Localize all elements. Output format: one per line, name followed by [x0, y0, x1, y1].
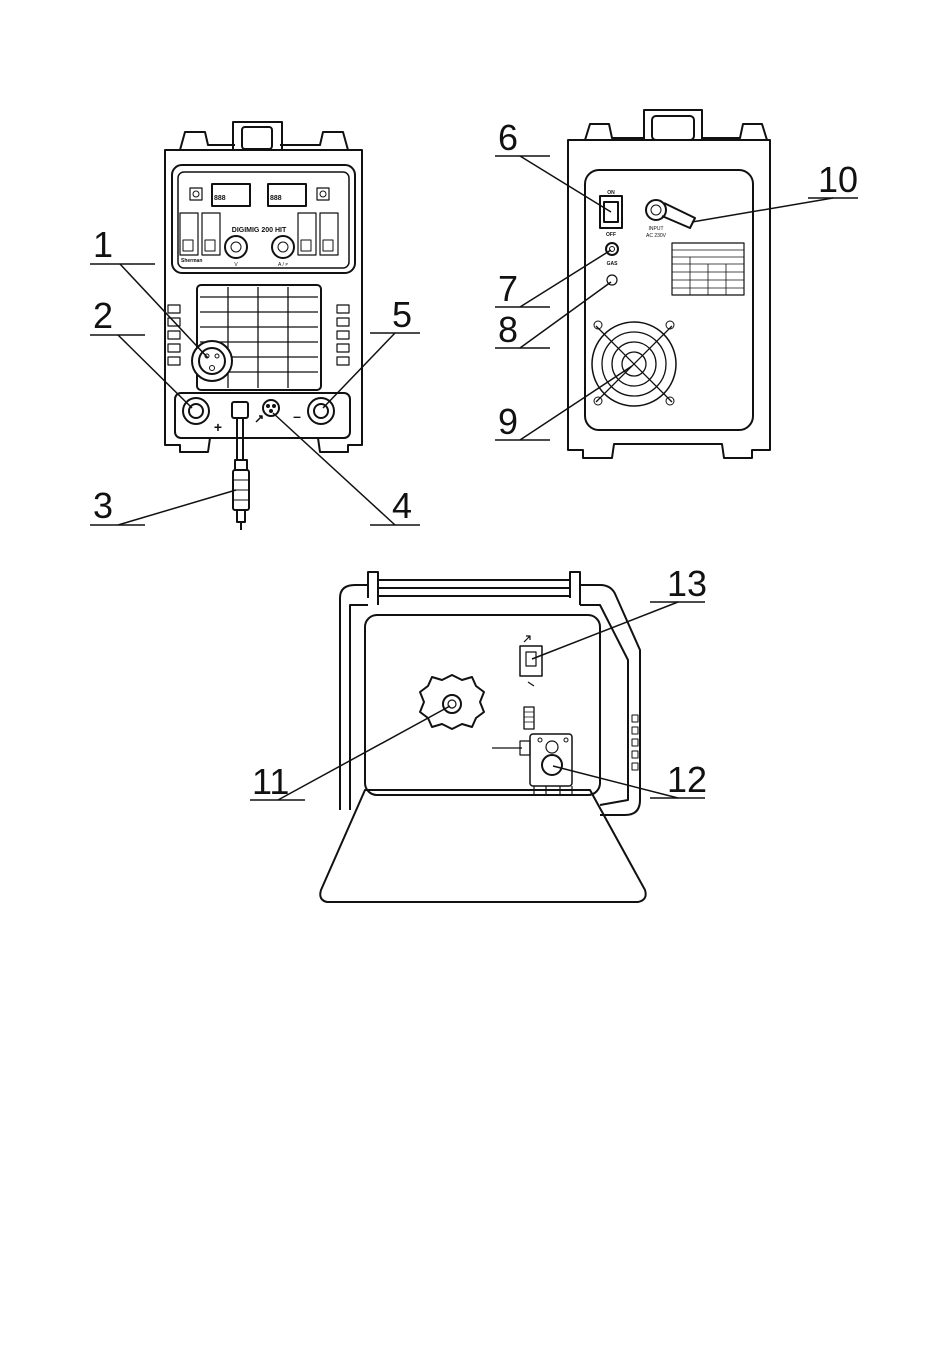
brand-label: Sherman [181, 258, 202, 264]
input-label-2: AC 230V [646, 233, 667, 239]
minus-label: – [293, 408, 301, 424]
callout-6: 6 [498, 117, 518, 158]
rear-view [568, 110, 770, 458]
switch-off-label: OFF [606, 232, 616, 238]
callout-5: 5 [392, 294, 412, 335]
leader-lines [90, 156, 858, 800]
display-left: 888 [214, 195, 226, 202]
knob-right-label: A / ≠ [278, 262, 288, 268]
plus-label: + [214, 419, 222, 435]
callout-10: 10 [818, 159, 858, 200]
front-view [165, 122, 362, 530]
callout-4: 4 [392, 485, 412, 526]
display-right: 888 [270, 195, 282, 202]
input-label-1: INPUT [649, 226, 664, 232]
callout-11: 11 [252, 761, 289, 802]
callout-12: 12 [667, 759, 707, 800]
gas-label: GAS [607, 261, 619, 267]
callout-numbers: 1 2 3 4 5 6 7 8 9 10 11 12 13 [93, 117, 858, 802]
knob-left-label: V [234, 262, 238, 268]
switch-on-label: ON [607, 190, 615, 196]
side-view [320, 572, 645, 902]
callout-2: 2 [93, 295, 113, 336]
model-label: DIGIMIG 200 HIT [232, 227, 287, 234]
callout-13: 13 [667, 563, 707, 604]
callout-3: 3 [93, 485, 113, 526]
callout-7: 7 [498, 268, 518, 309]
callout-1: 1 [93, 224, 113, 265]
callout-8: 8 [498, 309, 518, 350]
callout-9: 9 [498, 401, 518, 442]
